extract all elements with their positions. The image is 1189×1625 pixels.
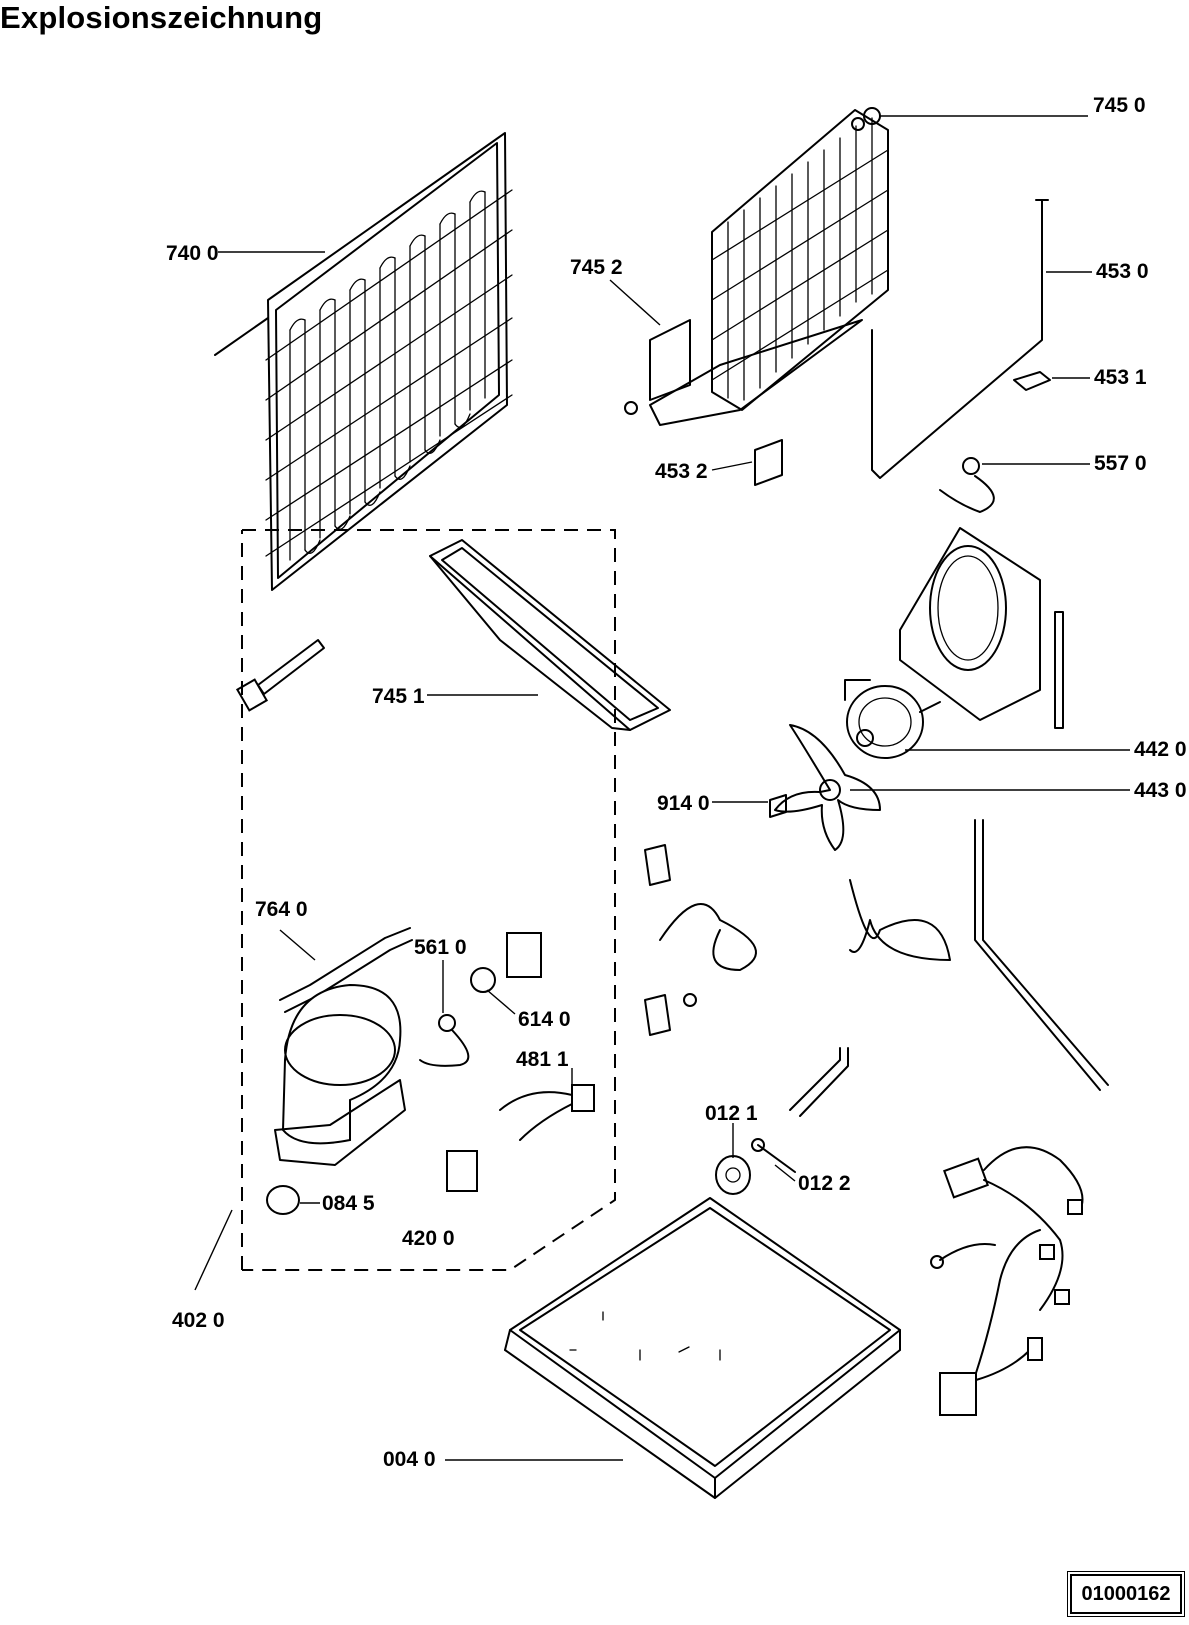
label-740-0: 740 0	[166, 242, 219, 265]
label-453-1: 453 1	[1094, 366, 1147, 389]
mounting-clips	[644, 844, 697, 1036]
label-084-5: 084 5	[322, 1192, 375, 1215]
page-title: Explosionszeichnung	[0, 0, 323, 35]
temperature-sensor-wire: 453 0	[871, 199, 1149, 479]
document-code-box: 01000162	[1067, 1571, 1185, 1617]
sensor-clip: 453 1	[1013, 366, 1147, 391]
label-442-0: 442 0	[1134, 738, 1187, 761]
drip-tray: 745 1	[372, 539, 671, 731]
label-453-0: 453 0	[1096, 260, 1149, 283]
base-frame: 004 0	[383, 1197, 901, 1499]
label-420-0: 420 0	[402, 1227, 455, 1250]
label-614-0: 614 0	[518, 1008, 571, 1031]
condenser-coil: 740 0	[166, 132, 513, 591]
label-557-0: 557 0	[1094, 452, 1147, 475]
label-004-0: 004 0	[383, 1448, 436, 1471]
base-grommet: 012 1	[705, 1102, 758, 1195]
compressor-grommet: 084 5	[266, 1185, 375, 1215]
overload-protector: 561 0	[414, 936, 470, 1067]
label-745-2: 745 2	[570, 256, 623, 279]
evaporator-clip: 453 2	[655, 439, 783, 486]
fan-clip: 914 0	[657, 792, 787, 818]
label-914-0: 914 0	[657, 792, 710, 815]
base-screw: 012 2	[751, 1138, 851, 1195]
filter-drier: 764 0	[255, 898, 413, 1013]
label-012-2: 012 2	[798, 1172, 851, 1195]
label-745-1: 745 1	[372, 685, 425, 708]
cable-grommet: 557 0	[939, 452, 1147, 513]
connector-cable: 481 1	[499, 1048, 595, 1141]
label-561-0: 561 0	[414, 936, 467, 959]
connection-tubes	[659, 819, 1109, 1117]
fan-shroud	[899, 527, 1064, 729]
label-443-0: 443 0	[1134, 779, 1187, 802]
evaporator: 745 0	[649, 94, 1146, 426]
compressor-group-outline	[241, 529, 616, 1271]
evaporator-bracket: 745 2	[570, 256, 691, 415]
label-745-0: 745 0	[1093, 94, 1146, 117]
fan-motor: 442 0	[844, 679, 1187, 761]
start-relay: 614 0	[470, 932, 571, 1031]
capacitor: 420 0	[402, 1150, 478, 1250]
label-012-1: 012 1	[705, 1102, 758, 1125]
label-453-2: 453 2	[655, 460, 708, 483]
label-402-0: 402 0	[172, 1309, 225, 1332]
cable-tie	[235, 639, 325, 712]
compressor-group: 764 0 084 5 561 0 614 0	[172, 898, 595, 1332]
label-481-1: 481 1	[516, 1048, 569, 1071]
compressor	[274, 983, 406, 1166]
wiring-harness	[930, 1146, 1084, 1416]
fan-blade: 443 0	[774, 724, 1187, 851]
label-764-0: 764 0	[255, 898, 308, 921]
